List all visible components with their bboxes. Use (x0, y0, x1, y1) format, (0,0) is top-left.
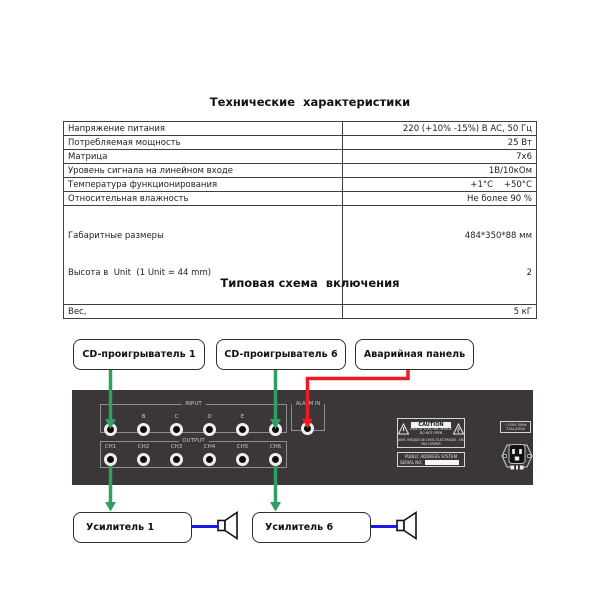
node-alarm-panel: Аварийная панель (355, 339, 474, 370)
jack-label: D (207, 414, 212, 420)
caution-row: CAUTION RISK OF ELECTRIC SHOCK DO NOT OP… (398, 419, 464, 438)
table-row: Уровень сигнала на линейном входе 1В/10к… (63, 163, 537, 178)
serial-row: SERIAL NO. (398, 460, 464, 465)
node-cd-player-6: CD-проигрыватель 6 (216, 339, 346, 370)
alarm-in-jack (301, 422, 314, 435)
lightning-triangle-icon (453, 422, 464, 434)
jack-slot: CH2 (127, 444, 160, 466)
jack-label: CH6 (269, 444, 282, 450)
table-row: Вес, 5 кГ (63, 304, 537, 319)
caution-sticker: CAUTION RISK OF ELECTRIC SHOCK DO NOT OP… (397, 418, 465, 448)
audio-jack (236, 423, 249, 436)
node-amplifier-1: Усилитель 1 (73, 512, 192, 543)
jack-slot: D (193, 414, 226, 436)
serial-number-box (424, 460, 459, 465)
spec-value: 7х6 (342, 149, 537, 164)
spec-value: +1°С +50°С (342, 177, 537, 192)
audio-jack (137, 423, 150, 436)
pa-system-label: PUBLIC ADDRESS SYSTEM (404, 454, 458, 459)
spec-label: Температура функционирования (63, 177, 343, 192)
audio-jack (170, 423, 183, 436)
audio-jack (170, 453, 183, 466)
table-row: Матрица 7х6 (63, 149, 537, 164)
input-group-label: INPUT (181, 401, 206, 408)
spec-value: 5 кГ (342, 304, 537, 319)
input-group: INPUT (100, 401, 287, 433)
jack-slot: CH5 (226, 444, 259, 466)
jack-slot: CH6 (259, 444, 292, 466)
serial-label: SERIAL NO. (400, 460, 423, 465)
spec-value: 220 (+10% -15%) В АС, 50 Гц (342, 121, 537, 136)
audio-jack (269, 423, 282, 436)
jack-label: A (108, 414, 113, 420)
jack-label: CH3 (170, 444, 183, 450)
audio-jack (203, 453, 216, 466)
caution-text: CAUTION RISK OF ELECTRIC SHOCK DO NOT OP… (410, 422, 452, 435)
jack-slot: F (259, 414, 292, 436)
node-amplifier-6: Усилитель 6 (252, 512, 371, 543)
audio-jack (137, 453, 150, 466)
section-title-schema: Типовая схема включения (220, 276, 400, 290)
jack-slot: E (226, 414, 259, 436)
spec-label: Напряжение питания (63, 121, 343, 136)
jack-slot: CH1 (94, 444, 127, 466)
input-jack-row: A B C D E F (94, 414, 292, 436)
jack-label: CH4 (203, 444, 216, 450)
alarm-in-label: ALARM IN (291, 401, 325, 408)
audio-jack (203, 423, 216, 436)
jack-label: CH5 (236, 444, 249, 450)
spec-table: Напряжение питания 220 (+10% -15%) В АС,… (63, 121, 537, 319)
spec-label: Уровень сигнала на линейном входе (63, 163, 343, 178)
spec-value: Не более 90 % (342, 191, 537, 206)
output-group: OUTPUT (100, 438, 287, 468)
jack-slot: B (127, 414, 160, 436)
jack-label: CH2 (137, 444, 150, 450)
jack-label: F (273, 414, 278, 420)
jack-label: B (141, 414, 146, 420)
jack-slot: A (94, 414, 127, 436)
table-row: Потребляемая мощность 25 Вт (63, 135, 537, 150)
spec-label: Относительная влажность (63, 191, 343, 206)
spec-value: 484*350*88 мм 2 (342, 205, 537, 305)
pa-system-sticker: PUBLIC ADDRESS SYSTEM SERIAL NO. (397, 452, 465, 467)
spec-label: Потребляемая мощность (63, 135, 343, 150)
speaker-icon (217, 511, 238, 540)
table-row: Габаритные размеры Высота в Unit (1 Unit… (63, 205, 537, 305)
spec-label: Матрица (63, 149, 343, 164)
output-jack-row: CH1 CH2 CH3 CH4 CH5 CH6 (94, 444, 292, 466)
warning-triangle-icon (398, 422, 409, 434)
caution-title: CAUTION (411, 422, 451, 429)
spec-label: Вес, (63, 304, 343, 319)
node-cd-player-1: CD-проигрыватель 1 (73, 339, 205, 370)
jack-label: CH1 (104, 444, 117, 450)
power-inlet-icon (501, 444, 533, 470)
spec-value: 1В/10кОм (342, 163, 537, 178)
jack-slot: CH4 (193, 444, 226, 466)
speaker-icon (396, 511, 417, 540)
section-title-specs: Технические характеристики (209, 95, 411, 109)
jack-label: C (174, 414, 179, 420)
table-row: Напряжение питания 220 (+10% -15%) В АС,… (63, 121, 537, 136)
audio-jack (104, 453, 117, 466)
audio-jack (104, 423, 117, 436)
output-group-label: OUTPUT (178, 438, 209, 445)
table-row: Температура функционирования +1°С +50°С (63, 177, 537, 192)
caution-avis: AVIS: RISQUE DE CHOC ELECTRIQUE - NE PAS… (398, 438, 464, 446)
audio-jack (236, 453, 249, 466)
spec-value: 25 Вт (342, 135, 537, 150)
jack-slot: C (160, 414, 193, 436)
jack-label: E (240, 414, 245, 420)
power-rating-label: ~230V 50Hz T1AL/250V (500, 421, 531, 433)
table-row: Относительная влажность Не более 90 % (63, 191, 537, 206)
jack-slot: CH3 (160, 444, 193, 466)
audio-jack (269, 453, 282, 466)
